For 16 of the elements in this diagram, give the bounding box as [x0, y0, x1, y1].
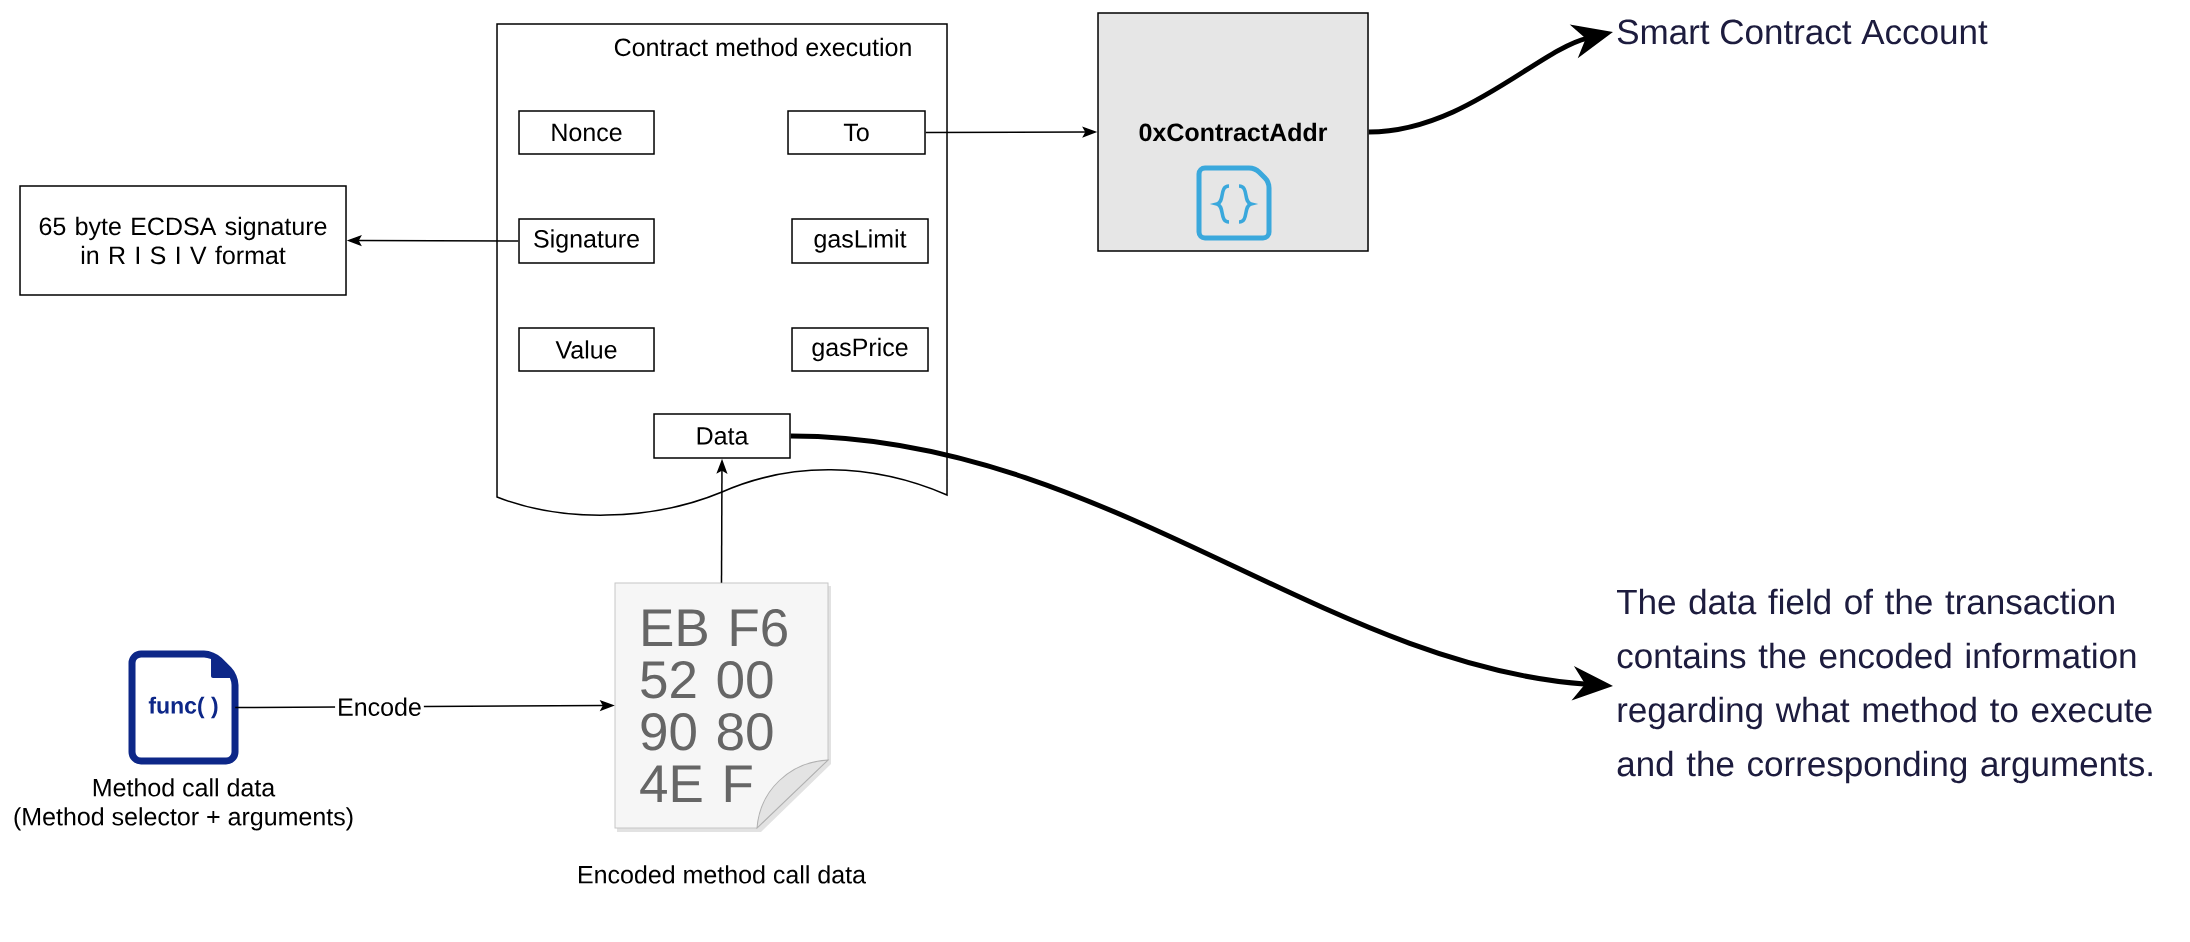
field-box: Signature — [518, 218, 655, 264]
hex-document: EB F6 52 00 90 80 4E F — [614, 582, 831, 832]
annotation: Smart Contract Account — [1617, 19, 1988, 45]
account-box: 0xContractAddr — [1097, 12, 1369, 252]
field-box: gasLimit — [791, 218, 929, 264]
node-label: Encoded method call data — [579, 865, 866, 884]
field-box: Data — [653, 413, 791, 459]
field-box: gasPrice — [791, 327, 929, 372]
function-document: func( ) — [128, 650, 239, 765]
node-label: Method call data (Method selector + arguments) — [14, 778, 353, 831]
edge-label: Encode — [335, 695, 424, 718]
note-box: 65 byte ECDSA signature in R I S I V format — [19, 185, 347, 296]
annotation: The data field of the transaction contains the encoded information regarding what method to execute and the corresponding arguments. — [1617, 588, 2152, 784]
field-box: Nonce — [518, 110, 655, 155]
field-box: To — [787, 110, 926, 155]
field-box: Value — [518, 327, 655, 372]
